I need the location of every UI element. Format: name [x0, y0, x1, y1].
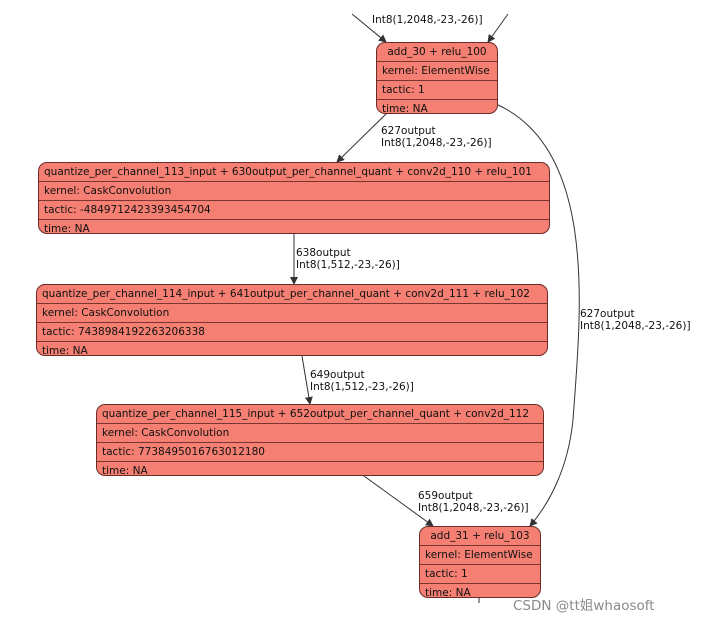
node-title: quantize_per_channel_115_input + 652outp…: [102, 408, 530, 420]
node-tactic: tactic: 1: [420, 564, 540, 583]
node-kernel: kernel: CaskConvolution: [37, 303, 547, 322]
node-time: time: NA: [37, 341, 547, 355]
node-title: add_31 + relu_103: [430, 530, 530, 542]
node-time: time: NA: [420, 583, 540, 597]
edge-label-649-output: 649output Int8(1,512,-23,-26)]: [310, 369, 414, 393]
node-tactic: tactic: 7738495016763012180: [97, 442, 543, 461]
node-title: add_30 + relu_100: [387, 46, 487, 58]
top-edge-label: Int8(1,2048,-23,-26)]: [372, 14, 483, 26]
edge-label-638-output: 638output Int8(1,512,-23,-26)]: [296, 247, 400, 271]
edge-label-627-output-skip: 627output Int8(1,2048,-23,-26)]: [580, 308, 691, 332]
node-conv2d-110[interactable]: quantize_per_channel_113_input + 630outp…: [38, 162, 550, 234]
edge-label-line2: Int8(1,2048,-23,-26)]: [381, 137, 492, 149]
edge-label-line1: 627output: [381, 125, 436, 137]
node-add-31-relu-103[interactable]: add_31 + relu_103 kernel: ElementWise ta…: [419, 526, 541, 598]
node-tactic: tactic: 1: [377, 80, 497, 99]
node-tactic: tactic: -4849712423393454704: [39, 200, 549, 219]
node-conv2d-111[interactable]: quantize_per_channel_114_input + 641outp…: [36, 284, 548, 356]
edge-label-line2: Int8(1,512,-23,-26)]: [310, 381, 414, 393]
edge-top-left-arrow: [351, 13, 387, 43]
node-tactic: tactic: 7438984192263206338: [37, 322, 547, 341]
edge-label-line1: 638output: [296, 247, 351, 259]
edge-label-line1: 627output: [580, 308, 635, 320]
node-conv2d-112[interactable]: quantize_per_channel_115_input + 652outp…: [96, 404, 544, 476]
node-kernel: kernel: CaskConvolution: [39, 181, 549, 200]
node-title: quantize_per_channel_113_input + 630outp…: [44, 166, 532, 178]
edge-label-line2: Int8(1,2048,-23,-26)]: [418, 502, 529, 514]
edge-627-skip-to-add31: [495, 103, 580, 527]
node-kernel: kernel: CaskConvolution: [97, 423, 543, 442]
edge-627-to-conv110: [336, 111, 389, 163]
node-time: time: NA: [377, 99, 497, 113]
edge-label-line1: 649output: [310, 369, 365, 381]
node-time: time: NA: [39, 219, 549, 233]
edge-659-to-add31: [363, 475, 434, 527]
node-title: quantize_per_channel_114_input + 641outp…: [42, 288, 530, 300]
edge-label-line2: Int8(1,512,-23,-26)]: [296, 259, 400, 271]
node-kernel: kernel: ElementWise: [420, 545, 540, 564]
node-add-30-relu-100[interactable]: add_30 + relu_100 kernel: ElementWise ta…: [376, 42, 498, 114]
node-time: time: NA: [97, 461, 543, 475]
edge-label-627-output: 627output Int8(1,2048,-23,-26)]: [381, 125, 492, 149]
node-kernel: kernel: ElementWise: [377, 61, 497, 80]
edge-label-line1: 659output: [418, 490, 473, 502]
edge-label-line2: Int8(1,2048,-23,-26)]: [580, 320, 691, 332]
edge-649-to-conv112: [301, 355, 313, 405]
edge-top-right-arrow: [487, 13, 509, 43]
edge-label-659-output: 659output Int8(1,2048,-23,-26)]: [418, 490, 529, 514]
watermark: CSDN @tt姐whaosoft: [513, 598, 655, 614]
